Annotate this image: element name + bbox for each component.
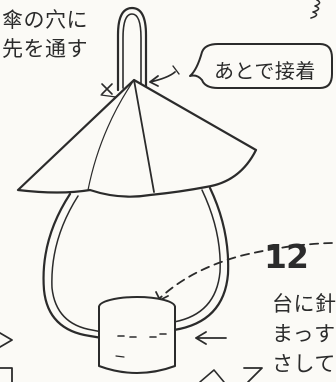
note-thread-through-hole-line2: 先を通す [2, 37, 88, 61]
through-hole-mark-2 [100, 94, 117, 98]
step-instruction-line1: 台に針 [272, 292, 336, 316]
umbrella-rib-center [133, 79, 155, 193]
top-wire-loop-inner [122, 13, 142, 89]
step-number: 12 [264, 237, 309, 276]
hanging-wire-right-inner [173, 189, 221, 323]
through-hole-mark [101, 83, 113, 95]
callout-bubble [189, 43, 333, 89]
base-body [98, 306, 176, 374]
base-pointer-arrow [195, 331, 227, 345]
dashed-insert-arrow [159, 242, 333, 299]
edge-mark-bottom-1 [199, 369, 225, 382]
edge-mark-left-2 [0, 367, 13, 382]
corner-doodle [310, 0, 321, 19]
callout-glue-later: あとで接着 [214, 59, 316, 83]
glue-arrow [149, 71, 176, 87]
hanging-wire-left [42, 192, 104, 340]
hanging-wire-right [172, 186, 230, 332]
edge-mark-bottom-2 [243, 367, 263, 382]
note-thread-through-hole-line1: 傘の穴に [2, 8, 88, 32]
base-bottom-tick [115, 355, 125, 358]
step-instruction-line2: まっすぐ [272, 322, 336, 346]
top-wire-loop [116, 6, 148, 92]
base-hole-lines [117, 333, 167, 338]
hanging-wire-left-inner [51, 195, 103, 333]
step-instruction-line3: さして [272, 352, 336, 376]
glue-arrow-tick [172, 65, 180, 75]
umbrella-rib-left [87, 79, 135, 191]
umbrella-shade [16, 78, 258, 198]
edge-mark-left-1 [0, 332, 13, 348]
